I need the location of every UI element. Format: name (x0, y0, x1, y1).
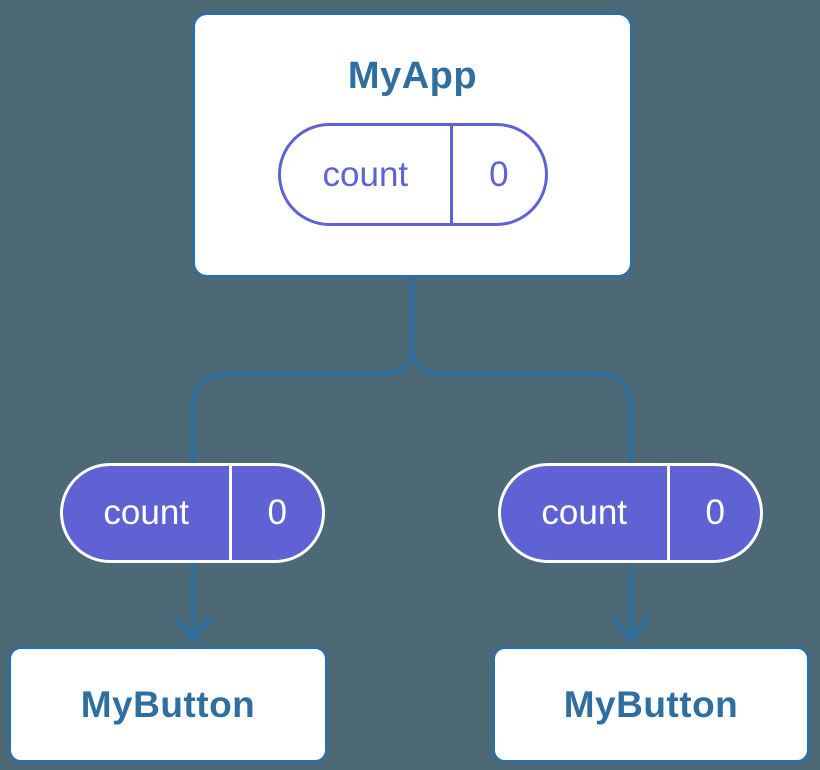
left-child-component-card: MyButton (8, 646, 328, 763)
state-value-label: 0 (489, 154, 509, 194)
child-component-title: MyButton (563, 683, 739, 725)
left-prop-pill: count 0 (60, 463, 325, 563)
prop-value-label: 0 (267, 493, 287, 532)
child-component-title: MyButton (80, 683, 256, 725)
left-arrow-down-icon (174, 617, 212, 644)
root-state-pill: count 0 (277, 123, 548, 226)
prop-name-label: count (103, 493, 190, 532)
pill-divider (667, 466, 671, 560)
root-component-card: MyApp count 0 (192, 12, 633, 278)
prop-value-label: 0 (705, 493, 725, 532)
right-prop-pill: count 0 (498, 463, 763, 563)
right-child-component-card: MyButton (492, 646, 810, 763)
state-name-label: count (322, 154, 409, 194)
pill-divider (229, 466, 233, 560)
right-arrow-down-icon (612, 617, 650, 644)
root-component-title: MyApp (347, 55, 478, 97)
pill-divider (450, 126, 454, 223)
prop-name-label: count (541, 493, 628, 532)
left-branch-line (190, 342, 415, 637)
right-branch-line (409, 342, 634, 637)
